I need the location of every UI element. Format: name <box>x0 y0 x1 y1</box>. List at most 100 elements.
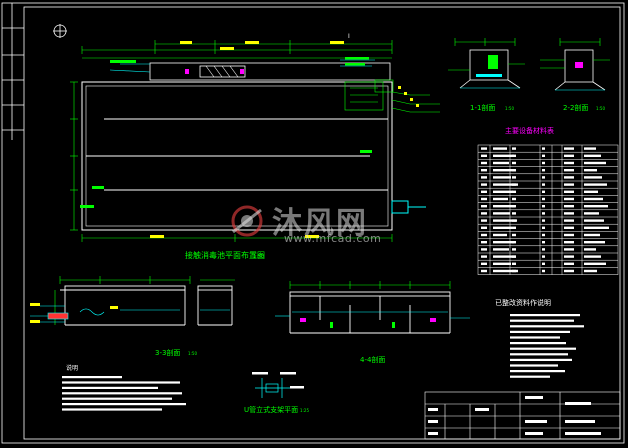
install-note-line <box>510 358 572 361</box>
install-note-line <box>510 330 570 333</box>
material-table-cell-text <box>542 183 545 186</box>
material-table-cell-text <box>564 255 574 258</box>
section-1-1-title: 1-1剖面 <box>470 103 495 112</box>
install-notes-title: 已整改资料作说明 <box>495 298 551 307</box>
section-2-2-scale: 1:50 <box>596 106 605 111</box>
section-3-3: 3-3剖面 1:50 <box>30 276 235 357</box>
material-table-cell-text <box>542 154 545 157</box>
install-note-line <box>510 347 576 350</box>
material-table-cell-text <box>493 147 507 150</box>
material-table-cell-text <box>512 212 516 215</box>
inlet-note-text <box>110 57 369 66</box>
install-note-line <box>510 336 560 339</box>
material-table-cell-text <box>493 169 516 172</box>
section-1-1: 1-1剖面 1:50 <box>448 38 525 112</box>
material-table-cell-text <box>481 197 487 201</box>
notes-title: 说明 <box>66 364 78 372</box>
material-table-cell-text <box>481 183 487 186</box>
material-table-cell-text <box>512 205 516 208</box>
install-note-line <box>510 325 584 328</box>
title-block-text <box>428 396 601 435</box>
material-table-cell-text <box>481 212 487 215</box>
material-table-cell-text <box>493 183 518 186</box>
plan-right-equipment <box>344 79 440 113</box>
material-table-cell-text <box>564 190 574 193</box>
material-table-cell-text <box>584 248 596 251</box>
inlet-channel <box>149 62 391 81</box>
section-2-2-title: 2-2剖面 <box>563 103 588 112</box>
material-table-cell-text <box>481 147 487 150</box>
material-table-cell-text <box>542 233 545 237</box>
material-table-cell-text <box>564 169 574 172</box>
material-table-cell-text <box>564 248 574 251</box>
material-table-cell-text <box>542 219 545 222</box>
material-table-cell-text <box>584 262 606 265</box>
material-table-cell-text <box>481 233 487 237</box>
material-table-cell-text <box>481 219 487 222</box>
material-table-cell-text <box>481 269 487 273</box>
material-table-cell-text <box>584 233 600 237</box>
section-3-3-title: 3-3剖面 <box>155 348 180 357</box>
install-note-line <box>510 353 568 356</box>
material-table-cell-text <box>584 255 601 258</box>
material-table-cell-text <box>493 262 511 265</box>
material-table-cell-text <box>481 262 487 265</box>
pipe-support-scale: 1:25 <box>300 408 309 413</box>
install-note-line <box>510 314 580 317</box>
material-table-cell-text <box>512 241 516 244</box>
material-table-cell-text <box>564 262 574 265</box>
general-note-line <box>62 392 182 395</box>
material-table-cell-text <box>481 226 487 229</box>
material-table-cell-text <box>493 241 514 244</box>
material-table-cell-text <box>493 197 508 201</box>
install-notes: 已整改资料作说明 <box>495 298 584 378</box>
material-table-cell-text <box>564 233 574 237</box>
material-table-cell-text <box>542 176 545 179</box>
material-table-cell-text <box>512 183 516 186</box>
inlet-magenta-marks <box>185 69 244 74</box>
material-table-cell-text <box>481 241 487 244</box>
material-table-cell-text <box>512 161 516 165</box>
material-table-cell-text <box>512 190 516 193</box>
plan-section-marker: I <box>348 33 350 40</box>
material-table-cell-text <box>481 190 487 193</box>
title-block <box>424 391 621 440</box>
outlet-pipe <box>391 200 426 214</box>
material-table: 主要设备材料表 <box>477 126 619 275</box>
plan-title: 接触消毒池平面布置图 <box>185 250 265 260</box>
material-table-cell-text <box>542 197 545 201</box>
section-4-4-title: 4-4剖面 <box>360 355 385 364</box>
material-table-cell-text <box>584 169 597 172</box>
mf-logo-icon <box>231 205 263 237</box>
material-table-cell-text <box>542 255 545 258</box>
install-note-line <box>510 370 565 373</box>
material-table-cell-text <box>542 190 545 193</box>
material-table-cell-text <box>481 205 487 208</box>
material-table-cell-text <box>493 233 507 237</box>
material-table-cell-text <box>564 154 574 157</box>
section-3-3-pipe <box>30 312 69 320</box>
material-table-title: 主要设备材料表 <box>505 126 554 135</box>
material-table-cell-text <box>493 176 511 179</box>
material-table-cell-text <box>584 183 607 186</box>
tank-baffle-labels <box>80 150 372 208</box>
material-table-cell-text <box>542 226 545 229</box>
north-arrow <box>53 24 67 38</box>
material-table-cell-text <box>493 219 517 222</box>
material-table-cell-text <box>542 212 545 215</box>
material-table-cell-text <box>512 169 516 172</box>
plan-left-dimension <box>70 81 78 231</box>
material-table-cell-text <box>564 226 574 229</box>
material-table-cell-text <box>481 255 487 258</box>
material-table-cell-text <box>542 269 545 273</box>
section-1-1-scale: 1:50 <box>505 106 514 111</box>
install-note-line <box>510 375 550 378</box>
material-table-cell-text <box>512 154 516 157</box>
material-table-cell-text <box>542 169 545 172</box>
material-table-cell-text <box>481 176 487 179</box>
material-table-cell-text <box>512 269 516 273</box>
plan-dim-labels <box>180 41 344 50</box>
material-table-cell-text <box>584 212 599 215</box>
material-table-cell-text <box>564 147 574 150</box>
material-table-cell-text <box>584 190 598 193</box>
